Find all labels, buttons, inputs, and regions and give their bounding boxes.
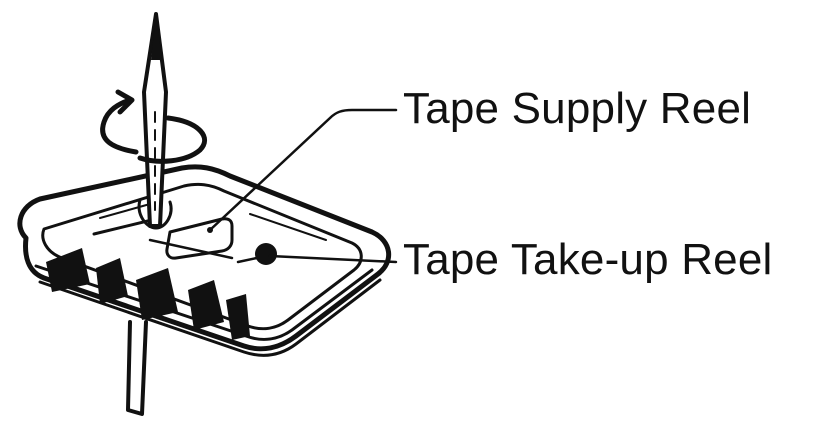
supply-leader-dot: [207, 227, 213, 233]
supply-leader-line: [208, 108, 398, 232]
pencil-icon: [126, 12, 173, 416]
takeup-reel-label: Tape Take-up Reel: [403, 235, 773, 284]
rotation-arrow-icon: [100, 89, 207, 164]
takeup-leader-line: [268, 254, 398, 264]
cassette-openings: [46, 248, 250, 340]
supply-reel-label: Tape Supply Reel: [403, 84, 752, 133]
takeup-reel-hub: [255, 243, 277, 265]
